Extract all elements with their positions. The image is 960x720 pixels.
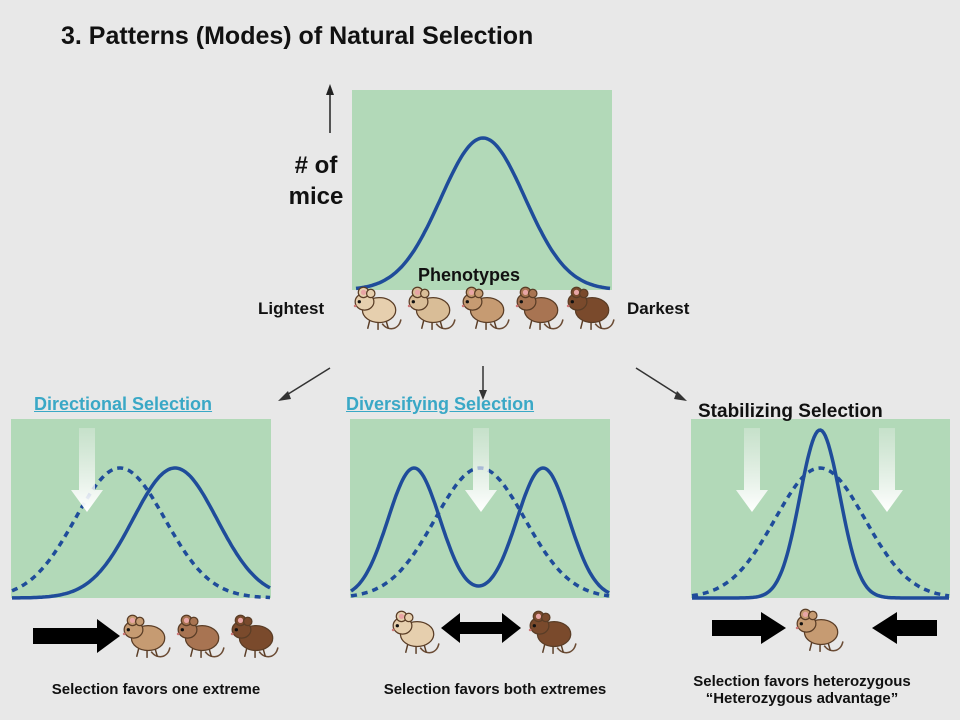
selection-pressure-arrow: [465, 428, 497, 512]
mouse-medium-icon: [460, 286, 510, 331]
stabilizing-original-curve: [691, 466, 950, 598]
directional-caption: Selection favors one extreme: [51, 681, 261, 698]
lightest-label: Lightest: [258, 299, 325, 318]
selection-pressure-arrow: [71, 428, 103, 512]
mouse-darkest-icon: [565, 286, 615, 331]
diversifying-selection-link[interactable]: Diversifying Selection: [346, 394, 535, 414]
mouse-lightest-icon: [391, 610, 440, 655]
mouse-light-icon: [406, 286, 456, 331]
branch-arrow-directional: [278, 367, 331, 401]
direction-arrow-right: [33, 619, 120, 653]
directional-selected-curve: [12, 466, 271, 600]
direction-arrow-inward-right: [872, 612, 937, 644]
stabilizing-selection-heading: Stabilizing Selection: [698, 401, 883, 422]
x-axis-label: Phenotypes: [418, 265, 521, 285]
selection-pressure-arrow: [871, 428, 903, 512]
branch-arrow-stabilizing: [635, 367, 687, 401]
stabilizing-caption: Selection favors heterozygous “Heterozyg…: [693, 673, 911, 707]
branch-arrow-diversifying: [479, 366, 487, 400]
top-graph-panel: [352, 90, 612, 290]
y-axis-arrow: [326, 84, 334, 133]
slide-title: 3. Patterns (Modes) of Natural Selection: [61, 22, 534, 50]
mouse-dark-icon: [514, 286, 564, 331]
mouse-darkest-icon: [230, 614, 279, 659]
stabilizing-selected-curve: [692, 428, 949, 600]
darkest-label: Darkest: [627, 299, 690, 318]
mouse-medium-icon: [122, 614, 171, 659]
directional-original-curve: [11, 466, 271, 600]
y-axis-label: # of mice: [288, 152, 344, 210]
selection-pressure-arrow: [736, 428, 768, 512]
stabilizing-graph-panel: [691, 419, 950, 598]
mouse-darkest-icon: [528, 610, 577, 655]
direction-arrow-inward-left: [712, 612, 786, 644]
directional-selection-link[interactable]: Directional Selection: [34, 394, 213, 414]
mouse-dark-icon: [176, 614, 225, 659]
mouse-medium-icon: [795, 608, 844, 653]
original-distribution-curve: [355, 136, 611, 291]
directional-graph-panel: [11, 419, 271, 598]
direction-arrow-both: [441, 613, 521, 643]
diversifying-selected-curve: [350, 466, 610, 595]
diversifying-caption: Selection favors both extremes: [383, 681, 607, 698]
mouse-lightest-icon: [352, 286, 402, 331]
